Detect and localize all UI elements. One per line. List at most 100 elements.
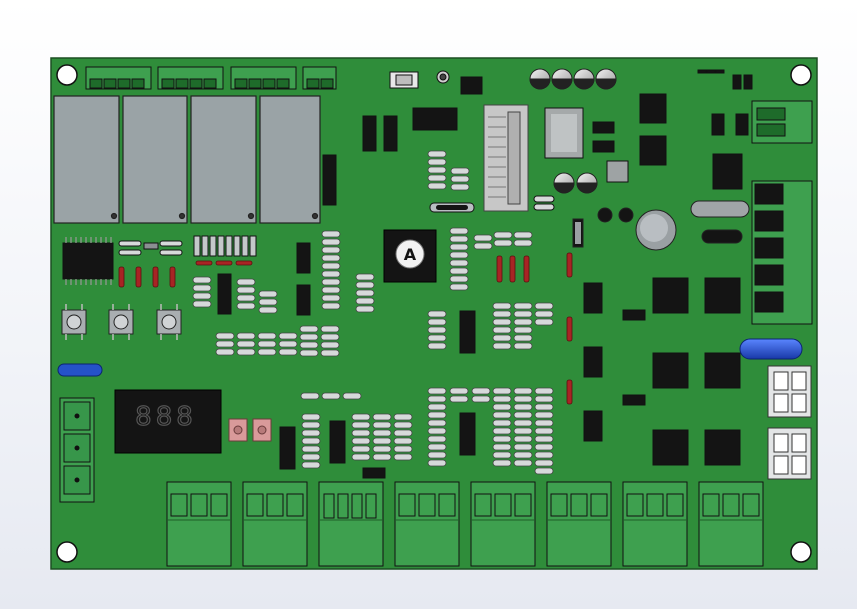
resistor: [321, 254, 341, 262]
resistor: [513, 395, 533, 403]
resistor: [351, 421, 371, 429]
resistor: [393, 453, 413, 461]
resistor: [342, 392, 362, 400]
resistor: [301, 413, 321, 421]
resistor: [492, 302, 512, 310]
push-buttons: [61, 304, 182, 340]
resistor: [321, 294, 341, 302]
resistor: [492, 326, 512, 334]
terminal-block-icon: [751, 100, 813, 144]
resistor: [192, 276, 212, 284]
resistor: [321, 392, 341, 400]
terminal-block-icon: [622, 481, 688, 567]
resistor: [449, 395, 469, 403]
resistor: [320, 341, 340, 349]
resistor: [321, 238, 341, 246]
resistor: [534, 310, 554, 318]
resistor: [513, 459, 533, 467]
resistor: [492, 419, 512, 427]
resistor: [534, 427, 554, 435]
resistor: [513, 443, 533, 451]
resistor: [215, 340, 235, 348]
resistor: [372, 421, 392, 429]
resistor: [236, 286, 256, 294]
resistor: [215, 332, 235, 340]
resistor: [449, 235, 469, 243]
resistor: [257, 332, 277, 340]
bottom-terminal-blocks: [166, 481, 764, 567]
resistor: [492, 459, 512, 467]
relay-icon: [53, 95, 120, 224]
middle-lower-ics: [279, 310, 476, 479]
resistor: [492, 451, 512, 459]
terminal-block-icon: [698, 481, 764, 567]
resistor: [278, 332, 298, 340]
resistor: [278, 348, 298, 356]
resistor: [513, 451, 533, 459]
resistor: [513, 231, 533, 239]
terminal-block-icon: [242, 481, 308, 567]
resistor: [351, 453, 371, 461]
resistor: [321, 302, 341, 310]
right-terminal-blocks: [751, 100, 813, 325]
resistor: [355, 289, 375, 297]
resistor: [427, 403, 447, 411]
upper-middle-components: [322, 70, 483, 206]
relays: [53, 95, 321, 224]
resistor: [320, 333, 340, 341]
resistor: [321, 230, 341, 238]
resistor: [355, 273, 375, 281]
resistor: [351, 437, 371, 445]
resistor: [236, 340, 256, 348]
mounting-hole-icon: [56, 64, 78, 86]
resistor: [427, 387, 447, 395]
resistor: [301, 421, 321, 429]
resistor: [299, 341, 319, 349]
resistor: [192, 292, 212, 300]
resistor: [236, 294, 256, 302]
resistor: [449, 259, 469, 267]
resistor: [513, 326, 533, 334]
resistor: [493, 231, 513, 239]
resistor: [534, 302, 554, 310]
resistor: [427, 326, 447, 334]
push-button-icon: [108, 309, 134, 335]
resistor: [492, 427, 512, 435]
resistor: [301, 453, 321, 461]
resistor: [393, 421, 413, 429]
resistor: [320, 349, 340, 357]
resistor: [393, 437, 413, 445]
mounting-holes: [56, 64, 812, 563]
resistor: [427, 174, 447, 182]
resistor: [427, 342, 447, 350]
top-terminal-blocks: [85, 66, 337, 90]
terminal-block-icon: [546, 481, 612, 567]
resistor: [321, 286, 341, 294]
resistor: [449, 283, 469, 291]
resistor: [427, 150, 447, 158]
resistor: [492, 411, 512, 419]
resistor: [450, 175, 470, 183]
mounting-hole-icon: [56, 541, 78, 563]
resistor: [427, 334, 447, 342]
resistor: [236, 332, 256, 340]
resistor: [449, 387, 469, 395]
resistor: [258, 306, 278, 314]
resistor: [257, 348, 277, 356]
resistor: [534, 459, 554, 467]
resistor: [427, 166, 447, 174]
resistor: [471, 387, 491, 395]
power-chips: [583, 277, 741, 466]
resistor: [427, 158, 447, 166]
white-sockets: [767, 365, 812, 480]
resistor: [534, 443, 554, 451]
resistor: [372, 445, 392, 453]
resistor: [492, 334, 512, 342]
resistor: [492, 310, 512, 318]
resistor: [192, 284, 212, 292]
resistor: [492, 403, 512, 411]
terminal-block-icon: [166, 481, 232, 567]
resistor: [513, 239, 533, 247]
relay-icon: [259, 95, 321, 224]
